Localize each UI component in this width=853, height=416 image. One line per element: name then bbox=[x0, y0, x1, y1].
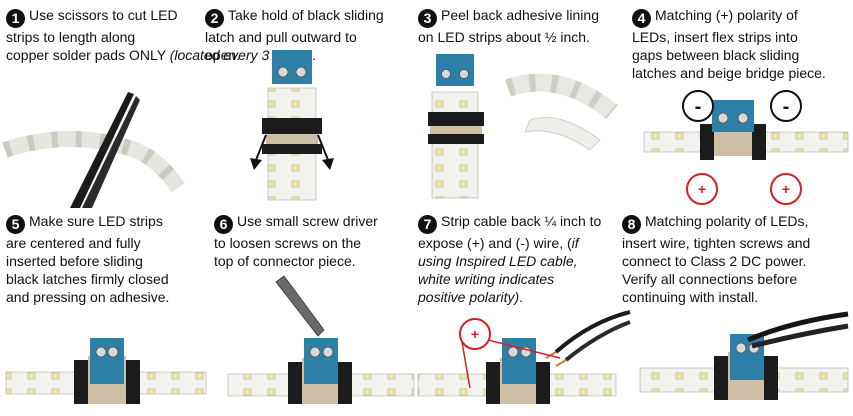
minus-marker-right: - bbox=[783, 96, 790, 118]
step-2-text: Take hold of black sliding latch and pul… bbox=[205, 7, 384, 63]
scissor-blade-icon bbox=[82, 96, 140, 208]
step-1-tail: . bbox=[312, 47, 316, 63]
step-6-illustration bbox=[227, 275, 415, 404]
plus-marker-step7: + bbox=[471, 326, 479, 342]
minus-marker-left: - bbox=[695, 96, 702, 118]
step-5-number: 5 bbox=[6, 215, 25, 234]
step-6-text: Use small screw driver to loosen screws … bbox=[214, 213, 378, 269]
step-5-illustration bbox=[5, 338, 207, 404]
step-5-text: Make sure LED strips are centered and fu… bbox=[6, 213, 170, 305]
step-7-tail: . bbox=[519, 289, 524, 305]
step-7-number: 7 bbox=[418, 215, 437, 234]
step-2-illustration bbox=[250, 50, 334, 201]
step-4-number: 4 bbox=[632, 9, 651, 28]
step-7-text: Strip cable back ¼ inch to expose (+) an… bbox=[418, 213, 602, 251]
scissor-blade-icon bbox=[70, 92, 134, 208]
screwdriver-icon bbox=[275, 275, 325, 337]
step-3-text: Peel back adhesive lining on LED strips … bbox=[418, 7, 599, 45]
step-8-number: 8 bbox=[622, 215, 641, 234]
step-7-illustration: + bbox=[417, 310, 631, 404]
step-6-number: 6 bbox=[214, 215, 233, 234]
step-1-number: 1 bbox=[6, 9, 25, 28]
step-8-text: Matching polarity of LEDs, insert wire, … bbox=[622, 213, 811, 305]
step-3-illustration bbox=[428, 54, 618, 199]
step-8-illustration bbox=[639, 311, 849, 400]
step-1-illustration bbox=[2, 92, 185, 208]
arrow-down-right-icon bbox=[322, 158, 334, 170]
plus-marker-right: + bbox=[782, 181, 790, 197]
step-2-number: 2 bbox=[205, 9, 224, 28]
step-3-number: 3 bbox=[418, 9, 437, 28]
step-1-text: Use scissors to cut LED strips to length… bbox=[6, 7, 178, 63]
arrow-down-left-icon bbox=[250, 158, 262, 170]
step-4-text: Matching (+) polarity of LEDs, insert fl… bbox=[632, 7, 826, 81]
plus-marker-left: + bbox=[698, 181, 706, 197]
step-4-illustration: - - + + bbox=[643, 90, 849, 205]
step-7-note: if using Inspired LED cable, white writi… bbox=[418, 235, 579, 305]
